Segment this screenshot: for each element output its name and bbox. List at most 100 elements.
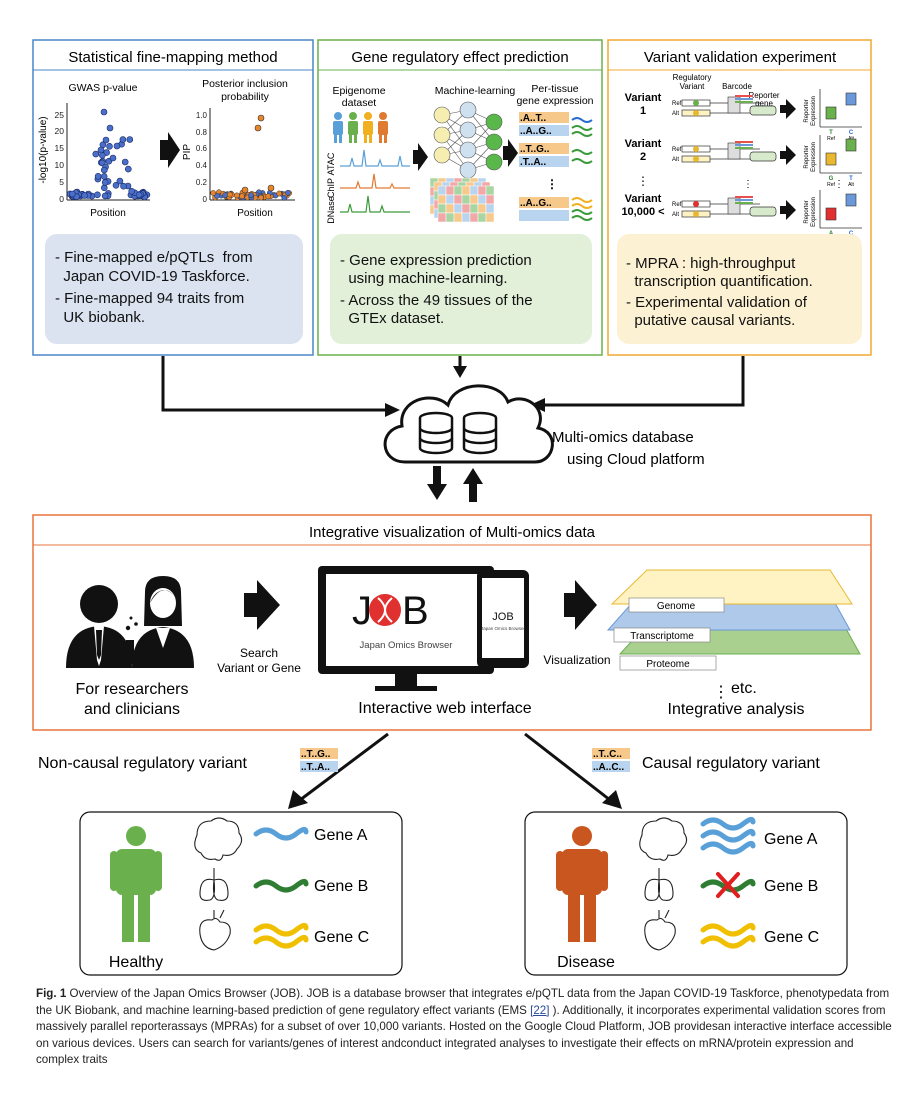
- gwas-point: [101, 166, 108, 174]
- reporter-expression-label: Expression: [811, 142, 817, 172]
- gwas-ytick: 5: [59, 177, 64, 187]
- cloud-database-icon: [383, 384, 554, 464]
- pip-ytick: 0.2: [196, 178, 208, 187]
- seq-line: ..A..G..: [520, 126, 552, 137]
- regvar-header-2: Variant: [680, 82, 706, 91]
- panel3-line-4: putative causal variants.: [626, 312, 795, 329]
- gwas-ytick: 20: [55, 126, 65, 136]
- pip-ytick: 0.4: [196, 161, 208, 170]
- gwas-point: [101, 179, 109, 186]
- panel-gene-regulatory-prediction: Gene regulatory effect prediction Epigen…: [317, 39, 603, 356]
- panel3-line-3: - Experimental validation of: [626, 294, 808, 311]
- panel-statistical-fine-mapping: Statistical fine-mapping method GWAS p-v…: [32, 39, 314, 356]
- panel2-title: Gene regulatory effect prediction: [351, 49, 568, 66]
- monitor-icon: J B Japan Omics Browser: [318, 566, 494, 691]
- pip-point: [241, 186, 249, 194]
- causal-seq-2: ..A..C..: [593, 762, 624, 773]
- allele-ref: G: [829, 176, 834, 182]
- gwas-point: [116, 177, 124, 185]
- variant-label: Variant: [625, 92, 662, 104]
- panel1-line-3: - Fine-mapped 94 traits from: [55, 290, 244, 307]
- gwas-point: [101, 184, 108, 192]
- reporter-expression-label: Expression: [811, 197, 817, 227]
- panel2-line-2: using machine-learning.: [340, 270, 508, 287]
- variant-number: 2: [640, 151, 646, 163]
- phone-logo: JOB: [492, 611, 513, 623]
- phone-logo-sub: Japan Omics Browser: [481, 626, 526, 631]
- gene-a-wave-icon: [253, 826, 309, 841]
- pip-ylabel: PIP: [182, 144, 193, 160]
- pip-point: [257, 114, 265, 122]
- panel2-line-1: - Gene expression prediction: [340, 252, 532, 269]
- gene-a-wave-icon: [700, 816, 756, 855]
- layer-proteome: Proteome: [646, 659, 690, 670]
- ref-label: Ref: [672, 101, 682, 107]
- healthy-gene-b: Gene B: [314, 878, 368, 895]
- pip-point: [254, 124, 262, 132]
- panel2-line-3: - Across the 49 tissues of the: [340, 292, 533, 309]
- track-atac-label: ATAC: [326, 152, 336, 175]
- panel3-line-2: transcription quantification.: [626, 273, 813, 290]
- pip-point: [265, 193, 272, 200]
- gwas-point: [125, 165, 132, 173]
- panel1-line-2: Japan COVID-19 Taskforce.: [55, 268, 250, 285]
- cross-icon: [716, 872, 740, 898]
- integrative-analysis-label: Integrative analysis: [668, 701, 805, 718]
- ref-label: Ref: [827, 136, 835, 142]
- gwas-point: [112, 182, 120, 189]
- gwas-point: [109, 154, 117, 162]
- pip-ytick: 1.0: [196, 111, 208, 120]
- caption-text-1: Overview of the Japan Omics Browser (JOB…: [36, 987, 890, 1017]
- alt-label: Alt: [672, 212, 679, 218]
- gwas-point: [128, 188, 135, 195]
- epigenome-label-1: Epigenome: [332, 85, 385, 97]
- gwas-scatter-points: [66, 108, 151, 201]
- layer-transcriptome: Transcriptome: [630, 631, 694, 642]
- omics-layers-icon: Genome Transcriptome Proteome: [606, 569, 861, 671]
- seq-line: ..A..G..: [520, 198, 552, 209]
- allele-ref: T: [829, 130, 833, 136]
- expression-rows: .A..T.. ..A..G.. ..T..G.. .T..A.. ⋮ ..A.…: [519, 112, 593, 221]
- panel1-line-4: UK biobank.: [55, 309, 145, 326]
- noncausal-label: Non-causal regulatory variant: [38, 755, 248, 772]
- gene-b-wave-icon: [253, 878, 309, 893]
- phone-icon: JOB Japan Omics Browser: [477, 570, 529, 668]
- gwas-point: [97, 146, 105, 154]
- construct-vdots: ⋮: [743, 179, 753, 190]
- gwas-ytick: 15: [55, 143, 65, 153]
- researchers-label-1: For researchers: [76, 681, 189, 698]
- pip-point: [239, 193, 245, 200]
- web-interface-label: Interactive web interface: [358, 700, 532, 717]
- overview-diagram: Statistical fine-mapping method GWAS p-v…: [32, 39, 872, 976]
- reporter-expression-label: Reporter: [804, 145, 810, 168]
- pip-ytick: 0.6: [196, 144, 208, 153]
- panel3-title: Variant validation experiment: [644, 49, 837, 66]
- caption-reference-link[interactable]: [22]: [530, 1003, 550, 1017]
- healthy-person-icon: [110, 826, 162, 942]
- panel1-line-1: - Fine-mapped e/pQTLs from: [55, 249, 253, 266]
- causal-label: Causal regulatory variant: [642, 755, 820, 772]
- allele-alt: C: [849, 231, 854, 237]
- gwas-point: [106, 143, 113, 150]
- healthy-gene-a: Gene A: [314, 827, 368, 844]
- caption-text-2: ). Additionally, it incorporates experim…: [36, 1003, 892, 1067]
- brain-icon: [639, 817, 688, 861]
- pip-point: [276, 190, 283, 197]
- neural-network-icon: [433, 101, 503, 179]
- alt-label: Alt: [848, 182, 854, 188]
- pip-ytick: 0: [203, 195, 208, 204]
- pip-point: [258, 194, 264, 201]
- disease-gene-a: Gene A: [764, 831, 818, 848]
- gwas-ytick: 25: [55, 110, 65, 120]
- healthy-panel: Healthy Gene A Gene B Gene C: [79, 811, 403, 976]
- noncausal-sequence: ..T..G.. ..T..A..: [300, 748, 338, 773]
- pertissue-label-2: gene expression: [516, 95, 593, 107]
- job-logo-sub: Japan Omics Browser: [360, 640, 453, 651]
- pip-point: [248, 192, 254, 199]
- variant-vdots: ⋮: [637, 174, 649, 188]
- panel-integrative-visualization: Integrative visualization of Multi-omics…: [32, 514, 872, 731]
- sync-arrows-icon: [427, 466, 483, 502]
- gwas-point: [126, 136, 134, 143]
- gwas-point: [81, 192, 88, 199]
- pip-xlabel: Position: [237, 208, 273, 219]
